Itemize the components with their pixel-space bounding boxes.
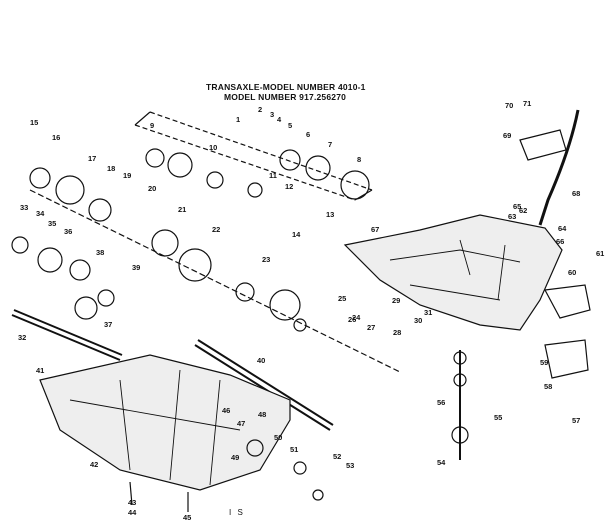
- callout-45: 45: [183, 513, 191, 522]
- gear-group-left: [11, 236, 115, 320]
- bracket-59: [544, 339, 589, 379]
- callout-13: 13: [326, 210, 334, 219]
- callout-33: 33: [20, 203, 28, 212]
- callout-68: 68: [572, 189, 580, 198]
- gear-group-middle: [29, 167, 307, 332]
- callout-63: 63: [508, 212, 516, 221]
- callout-20: 20: [148, 184, 156, 193]
- callout-7: 7: [328, 140, 332, 149]
- callout-18: 18: [107, 164, 115, 173]
- callout-55: 55: [494, 413, 502, 422]
- callout-1: 1: [236, 115, 240, 124]
- callout-6: 6: [306, 130, 310, 139]
- callout-35: 35: [48, 219, 56, 228]
- callout-8: 8: [357, 155, 361, 164]
- shift-lever-68: [538, 109, 580, 226]
- callout-66: 66: [556, 237, 564, 246]
- gear-group-upper: [145, 148, 370, 200]
- callout-3: 3: [270, 110, 274, 119]
- callout-14: 14: [292, 230, 301, 239]
- callout-17: 17: [88, 154, 96, 163]
- callout-26: 26: [348, 315, 356, 324]
- callout-15: 15: [30, 118, 38, 127]
- callout-27: 27: [367, 323, 375, 332]
- callout-61: 61: [596, 249, 604, 258]
- diagram-title-line1: TRANSAXLE-MODEL NUMBER 4010-1: [206, 82, 366, 92]
- callout-23: 23: [262, 255, 270, 264]
- callout-30: 30: [414, 316, 422, 325]
- bracket-60: [544, 284, 591, 319]
- callout-39: 39: [132, 263, 140, 272]
- callout-46: 46: [222, 406, 230, 415]
- callout-37: 37: [104, 320, 112, 329]
- callout-44: 44: [128, 508, 137, 517]
- callout-36: 36: [64, 227, 72, 236]
- callout-59: 59: [540, 358, 548, 367]
- callout-2: 2: [258, 105, 262, 114]
- callout-9: 9: [150, 121, 154, 130]
- callout-62: 62: [519, 206, 527, 215]
- callout-49: 49: [231, 453, 239, 462]
- case-upper-detail: [389, 239, 521, 301]
- diagram-title-line2: MODEL NUMBER 917.256270: [224, 92, 347, 102]
- callout-43: 43: [128, 498, 136, 507]
- callout-21: 21: [178, 205, 186, 214]
- callout-34: 34: [36, 209, 45, 218]
- callout-42: 42: [90, 460, 98, 469]
- callout-19: 19: [123, 171, 131, 180]
- callout-50: 50: [274, 433, 282, 442]
- callout-5: 5: [288, 121, 292, 130]
- bracket-69: [519, 129, 567, 161]
- upper-shaft-envelope-end: [134, 111, 373, 201]
- callout-38: 38: [96, 248, 104, 257]
- callout-52: 52: [333, 452, 341, 461]
- callout-29: 29: [392, 296, 400, 305]
- callout-57: 57: [572, 416, 580, 425]
- bolt-43: [129, 481, 133, 506]
- callout-32: 32: [18, 333, 26, 342]
- callout-53: 53: [346, 461, 354, 470]
- callout-71: 71: [523, 99, 531, 108]
- callout-60: 60: [568, 268, 576, 277]
- callout-24: 24: [352, 313, 361, 322]
- footer-mark: I S: [229, 508, 245, 517]
- case-lower-detail: [69, 369, 241, 486]
- case-lower: [39, 354, 291, 491]
- axle-40: [194, 339, 334, 431]
- callout-28: 28: [393, 328, 401, 337]
- callout-47: 47: [237, 419, 245, 428]
- callout-69: 69: [503, 131, 511, 140]
- callout-10: 10: [209, 143, 217, 152]
- callout-67: 67: [371, 225, 379, 234]
- callout-51: 51: [290, 445, 298, 454]
- case-upper: [343, 214, 563, 331]
- callout-31: 31: [424, 308, 432, 317]
- callout-4: 4: [277, 115, 282, 124]
- callout-65: 65: [513, 202, 521, 211]
- callout-22: 22: [212, 225, 220, 234]
- callout-56: 56: [437, 398, 445, 407]
- callout-40: 40: [257, 356, 265, 365]
- callout-48: 48: [258, 410, 266, 419]
- callout-64: 64: [558, 224, 567, 233]
- callout-11: 11: [269, 171, 277, 180]
- callout-25: 25: [338, 294, 346, 303]
- callout-58: 58: [544, 382, 552, 391]
- axle-32: [11, 309, 123, 361]
- callout-54: 54: [437, 458, 446, 467]
- upper-shaft-envelope: [134, 111, 373, 201]
- callout-70: 70: [505, 101, 513, 110]
- callout-16: 16: [52, 133, 60, 142]
- main-shaft-line: [29, 189, 401, 373]
- callout-41: 41: [36, 366, 44, 375]
- callout-12: 12: [285, 182, 293, 191]
